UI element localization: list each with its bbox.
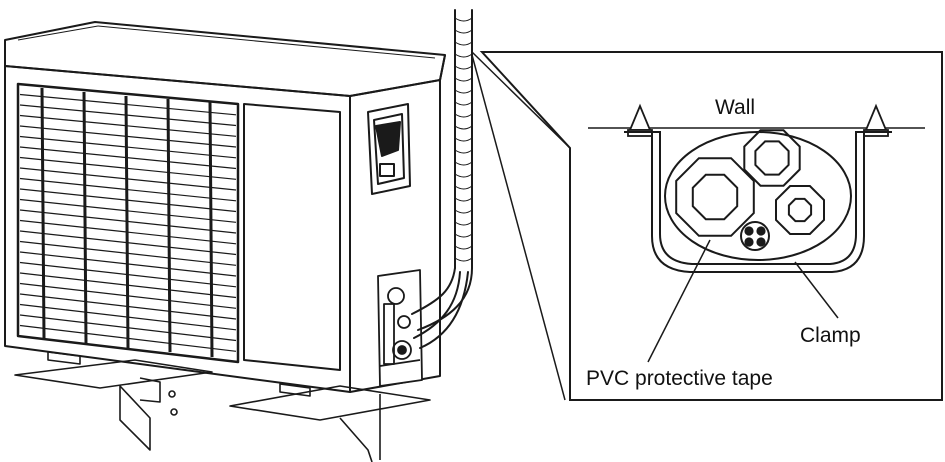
grille-bar (19, 146, 237, 170)
refrigerant-pipe-small (775, 185, 825, 235)
tape-wrap-turn (454, 17, 473, 22)
service-valve-assembly (377, 269, 423, 387)
wall-label: Wall (715, 96, 755, 119)
cross-section-inset: Wall Clamp PVC protective tape (479, 51, 943, 401)
tape-wrap-turn (454, 125, 473, 130)
inset-frame (479, 51, 943, 401)
tape-wrap-turn (454, 53, 473, 58)
grille-bar (19, 125, 237, 148)
tape-wrap-turn (454, 209, 473, 214)
pipe-bundle (411, 9, 473, 349)
tape-wrap-turn (454, 173, 473, 178)
tape-wrap-turn (454, 197, 473, 202)
tape-wrap-turn (454, 185, 473, 190)
tape-wrap-turn (454, 41, 473, 46)
grille-bar (19, 93, 237, 116)
tape-wrap-turn (454, 77, 473, 82)
tape-wrap-turn (454, 221, 473, 226)
tape-wrap-turn (454, 137, 473, 142)
unit-front-face (4, 65, 351, 393)
callout-lines (471, 51, 571, 401)
outdoor-unit (4, 21, 446, 462)
tape-wrap-turn (454, 29, 473, 34)
pipe-tape-wrap (454, 17, 473, 262)
tape-wrap-turn (454, 233, 473, 238)
tape-wrap-turn (454, 245, 473, 250)
tape-wrap-turn (454, 161, 473, 166)
unit-feet (47, 351, 311, 397)
unit-handle (367, 103, 411, 195)
refrigerant-pipe-large (675, 157, 755, 237)
tape-wrap-turn (454, 89, 473, 94)
tape-wrap-turn (454, 101, 473, 106)
unit-side-panel (243, 103, 341, 371)
grille-bar (19, 104, 237, 127)
tape-wrap-turn (454, 149, 473, 154)
clamp-label: Clamp (800, 324, 861, 347)
fan-grille-frame (16, 82, 240, 364)
grille-bar (19, 135, 237, 159)
mounting-stand (14, 359, 431, 462)
clamp-leader (794, 261, 839, 319)
tape-wrap-turn (454, 65, 473, 70)
tape-wrap-turn (454, 113, 473, 118)
pvc-tape-label: PVC protective tape (586, 367, 773, 390)
connecting-cable (740, 221, 770, 251)
tape-wrap-turn (454, 257, 473, 262)
pvc-tape-leader (647, 239, 711, 363)
pipe-clamp (624, 131, 892, 273)
refrigerant-pipe-top (743, 129, 801, 187)
fan-grille-vertical-bars (40, 87, 214, 358)
grille-bar (19, 114, 237, 137)
